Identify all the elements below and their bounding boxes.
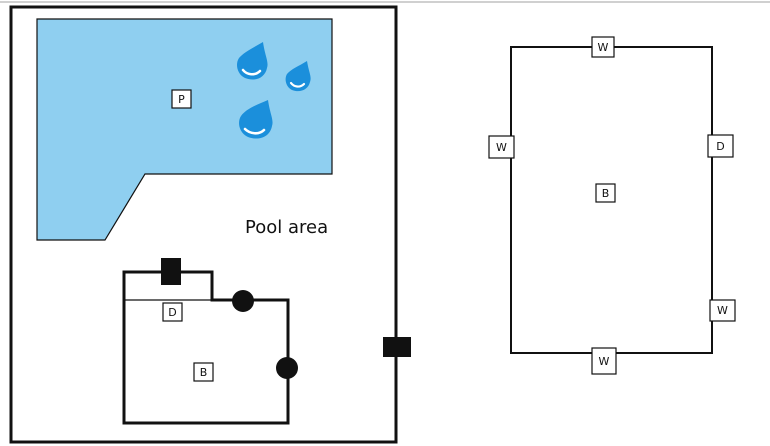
small-building-door-label: D <box>168 306 176 319</box>
window-left-box: W <box>488 135 515 159</box>
pool-shape <box>36 18 333 241</box>
small-building <box>122 270 290 425</box>
window-bottom-label: W <box>599 355 610 368</box>
window-right-label: W <box>717 304 728 317</box>
pool-label-box: P <box>171 89 192 109</box>
window-top-box: W <box>591 36 615 58</box>
round-tree-icon <box>276 357 298 379</box>
small-building-label: B <box>200 366 208 379</box>
main-building-label-box: B <box>595 183 616 203</box>
water-drop-icon <box>239 100 273 139</box>
small-building-door-label-box: D <box>162 302 183 322</box>
window-right-box: W <box>709 299 736 322</box>
pool-area-fence <box>9 5 398 444</box>
water-drop-icon <box>285 61 311 92</box>
door-right-box: D <box>707 134 734 158</box>
window-left-label: W <box>496 141 507 154</box>
pool-label: P <box>178 93 185 106</box>
square-post-icon <box>383 337 411 357</box>
square-post-icon <box>161 258 181 285</box>
window-bottom-box: W <box>591 347 617 375</box>
pool-area-label: Pool area <box>245 217 328 238</box>
water-drop-icon <box>237 42 268 80</box>
small-building-label-box: B <box>193 362 214 382</box>
window-top-label: W <box>598 41 609 54</box>
door-right-label: D <box>716 140 724 153</box>
round-tree-icon <box>232 290 254 312</box>
main-building-label: B <box>602 187 610 200</box>
